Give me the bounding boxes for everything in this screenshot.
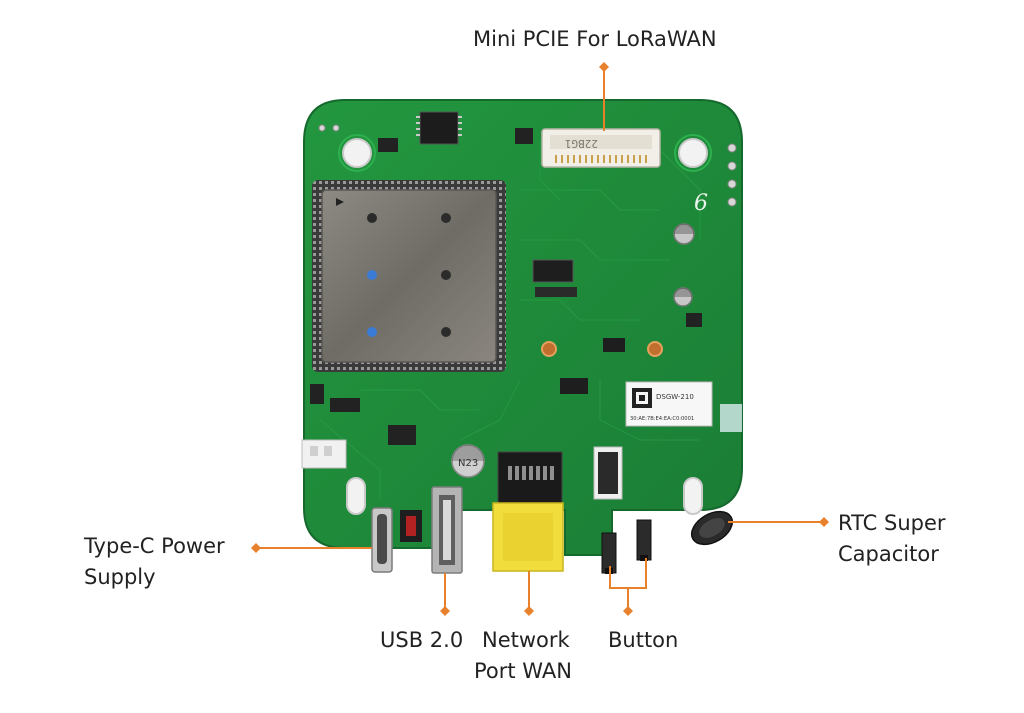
mounting-holes: [338, 134, 712, 515]
usb-port: [431, 486, 463, 574]
callout-network-line2: Port WAN: [474, 659, 572, 683]
ethernet-port: [492, 451, 564, 572]
callout-button-text: Button: [608, 628, 679, 652]
callout-mini-pcie-text: Mini PCIE For LoRaWAN: [473, 27, 717, 51]
battery-connector: [301, 439, 347, 469]
callout-usb: USB 2.0: [380, 625, 463, 656]
callout-network: Network Port WAN: [474, 625, 572, 687]
pcie-slot-text: 22BG1: [565, 137, 598, 150]
callout-button: Button: [608, 625, 678, 656]
callout-rtc-line1: RTC Super: [838, 511, 946, 535]
callout-type-c: Type-C Power Supply: [84, 531, 225, 593]
electrolytic-capacitor: N23: [451, 444, 485, 478]
sticker-line-2: 30:AE:7B:E4:EA:C0:0001: [630, 416, 694, 422]
callout-type-c-line2: Supply: [84, 565, 156, 589]
callout-rtc: RTC Super Capacitor: [838, 508, 946, 570]
pcb-board: 22BG1 6 DSGW-210 30:AE:7B:E4: [301, 99, 743, 574]
capacitors-right: [673, 223, 695, 307]
type-c-port: [371, 507, 422, 573]
mini-pcie-slot: 22BG1: [541, 128, 661, 168]
id-sticker: DSGW-210 30:AE:7B:E4:EA:C0:0001: [625, 381, 713, 427]
callout-network-line1: Network: [482, 628, 570, 652]
callout-type-c-line1: Type-C Power: [84, 534, 225, 558]
sticker-line-1: DSGW-210: [656, 393, 694, 401]
module-shield: [312, 180, 506, 372]
brand-mark: 6: [694, 191, 708, 216]
callout-mini-pcie: Mini PCIE For LoRaWAN: [473, 24, 717, 55]
callout-rtc-line2: Capacitor: [838, 542, 939, 566]
cap-marking: N23: [458, 458, 478, 469]
callout-markers: [251, 62, 829, 616]
rtc-super-capacitor: [690, 510, 734, 546]
callout-usb-text: USB 2.0: [380, 628, 464, 652]
